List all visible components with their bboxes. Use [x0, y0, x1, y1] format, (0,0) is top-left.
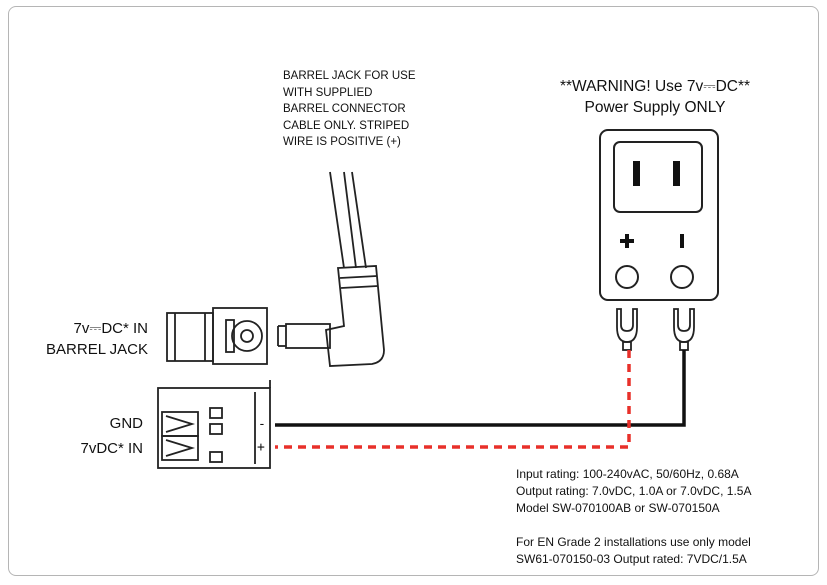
- ratings-notes: Input rating: 100-240vAC, 50/60Hz, 0.68A…: [516, 466, 751, 568]
- vin-label: 7vDC* IN: [80, 440, 143, 457]
- power-supply-body: [599, 129, 719, 301]
- warning-note: **WARNING! Use 7v⎓DC** Power Supply ONLY: [550, 76, 760, 118]
- barrel-jack-label-line-2: BARREL JACK: [46, 341, 148, 358]
- barrel-note-line: BARREL JACK FOR USE: [283, 70, 416, 82]
- barrel-jack-label-line-1: 7v⎓DC* IN: [73, 320, 148, 337]
- input-rating: Input rating: 100-240vAC, 50/60Hz, 0.68A: [516, 467, 739, 481]
- en-grade-note-1: For EN Grade 2 installations use only mo…: [516, 535, 751, 549]
- barrel-note-line: BARREL CONNECTOR: [283, 103, 406, 115]
- negative-wire: [275, 350, 686, 427]
- model-number: Model SW-070100AB or SW-070150A: [516, 501, 720, 515]
- positive-wire: [275, 350, 631, 449]
- outlet-prong-left: [633, 161, 640, 186]
- warning-line-1: **WARNING! Use 7v⎓DC**: [559, 78, 751, 95]
- barrel-note-line: WITH SUPPLIED: [283, 86, 373, 99]
- outlet-prong-right: [673, 161, 680, 186]
- terminal-minus-label: -: [258, 417, 266, 432]
- gnd-label: GND: [109, 415, 143, 432]
- output-rating: Output rating: 7.0vDC, 1.0A or 7.0vDC, 1…: [516, 484, 752, 498]
- barrel-jack-label: 7v⎓DC* IN BARREL JACK: [40, 318, 148, 360]
- spade-connector-positive: [616, 308, 638, 351]
- plus-icon-v: [625, 234, 629, 248]
- psu-terminal-negative: [670, 265, 694, 289]
- psu-terminal-positive: [615, 265, 639, 289]
- barrel-note-line: CABLE ONLY. STRIPED: [283, 119, 410, 132]
- psu-polarity-icons: [620, 234, 684, 248]
- en-grade-note-2: SW61-070150-03 Output rated: 7VDC/1.5A: [516, 552, 747, 566]
- minus-icon: [680, 234, 684, 248]
- power-supply: [599, 129, 719, 301]
- spade-connector-negative: [673, 308, 695, 351]
- barrel-jack: [166, 307, 268, 365]
- barrel-connector-cable: [277, 171, 385, 367]
- barrel-note-line: WIRE IS POSITIVE (+): [283, 136, 401, 148]
- terminal-plus-label: +: [257, 440, 265, 455]
- diagram-frame: [8, 6, 819, 576]
- warning-line-2: Power Supply ONLY: [584, 99, 726, 116]
- terminal-block: [157, 380, 271, 469]
- power-supply-outlet: [613, 141, 703, 213]
- barrel-jack-note: BARREL JACK FOR USE WITH SUPPLIED BARREL…: [283, 68, 416, 151]
